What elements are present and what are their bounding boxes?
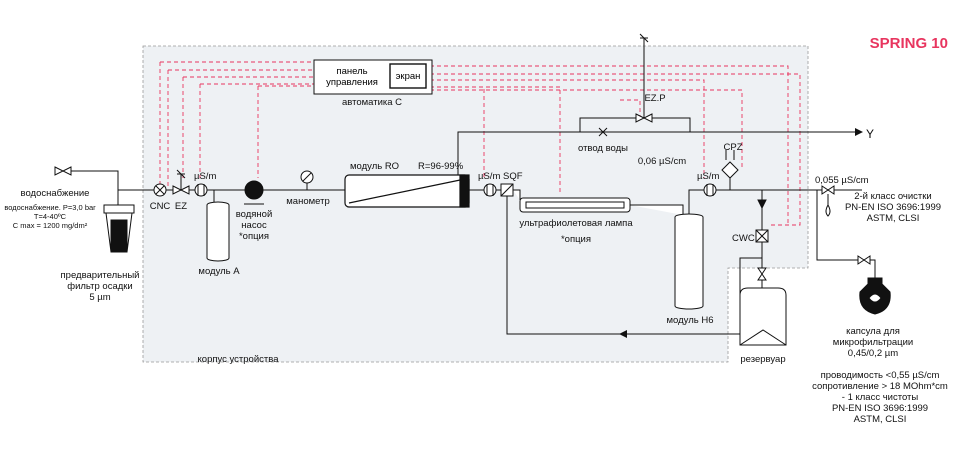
module-h6 bbox=[674, 213, 704, 310]
housing-label: корпус устройства bbox=[197, 354, 279, 365]
module-a-label: модуль A bbox=[198, 266, 240, 277]
ez-label: EZ bbox=[174, 201, 188, 212]
drain-valve bbox=[598, 127, 608, 137]
uv-lamp bbox=[513, 189, 684, 215]
screen-box bbox=[389, 63, 427, 89]
manometer bbox=[300, 170, 314, 190]
ro-ratio-label: R=96-99% bbox=[418, 161, 464, 172]
cwc-label: CWC bbox=[732, 233, 755, 244]
module-a bbox=[206, 190, 230, 262]
ez-valve bbox=[172, 169, 190, 195]
module-ro-label: модуль RO bbox=[350, 161, 400, 172]
reservoir bbox=[739, 287, 787, 346]
us-m-label-3: µS/m bbox=[697, 171, 720, 182]
cpz-label: CPZ bbox=[723, 142, 743, 153]
us-m-label-2: µS/m bbox=[478, 171, 501, 182]
uv-option-label: *опция bbox=[560, 234, 592, 245]
conductivity-sensor-3 bbox=[703, 183, 717, 197]
conductivity-0055-label: 0,055 µS/cm bbox=[815, 175, 869, 186]
sqf-label: SQF bbox=[503, 171, 523, 182]
conductivity-sensor-1 bbox=[194, 183, 208, 197]
reservoir-label: резервуар bbox=[740, 354, 786, 365]
outlet-valve-2 bbox=[857, 255, 871, 265]
manometer-label: манометр bbox=[286, 196, 330, 207]
drop-icon bbox=[825, 203, 831, 217]
cnc-label: CNC bbox=[149, 201, 171, 212]
prefilter bbox=[103, 189, 145, 253]
page-title: SPRING 10 bbox=[869, 35, 948, 52]
drain-label: отвод воды bbox=[577, 143, 629, 154]
conductivity-006-label: 0,06 µS/cm bbox=[637, 156, 687, 167]
y-label: Y bbox=[866, 127, 874, 141]
uv-lamp-label: ультрафиолетовая лампа bbox=[519, 218, 633, 229]
automation-label: автоматика C bbox=[341, 97, 403, 108]
outlet-valve-1 bbox=[821, 185, 835, 195]
capsule bbox=[859, 272, 891, 315]
device-housing bbox=[142, 45, 809, 363]
ro-module bbox=[344, 174, 470, 208]
ezp-valve bbox=[635, 33, 653, 123]
water-supply-label: водоснабжение bbox=[20, 188, 90, 199]
cpz-sensor bbox=[721, 161, 739, 179]
water-pump bbox=[244, 180, 264, 205]
supply-valve bbox=[54, 166, 72, 176]
module-h6-label: модуль H6 bbox=[666, 315, 714, 326]
screen-label: экран bbox=[395, 71, 421, 82]
conductivity-sensor-2 bbox=[483, 183, 497, 197]
control-signal-lines bbox=[159, 61, 801, 226]
us-m-label-1: µS/m bbox=[194, 171, 217, 182]
ezp-label: EZ.P bbox=[644, 93, 666, 104]
